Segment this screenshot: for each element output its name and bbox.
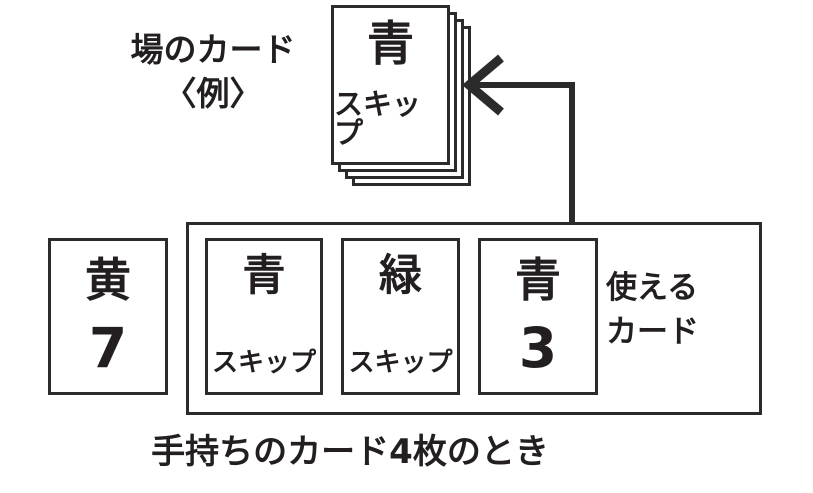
hand-card-4[interactable]: 青 3 bbox=[478, 238, 598, 395]
playable-cards-label-line2: カード bbox=[606, 314, 699, 351]
hand-card-4-color: 青 bbox=[515, 253, 561, 307]
hand-card-3[interactable]: 緑 スキップ bbox=[341, 238, 460, 395]
connector-arrow-icon bbox=[462, 54, 575, 222]
hand-card-3-color: 緑 bbox=[379, 251, 422, 301]
hand-card-2-face: スキップ bbox=[211, 348, 316, 378]
hand-card-2[interactable]: 青 スキップ bbox=[205, 238, 323, 395]
hand-card-2-color: 青 bbox=[242, 251, 286, 301]
hand-card-1-face: 7 bbox=[88, 316, 128, 380]
hand-card-1-color: 黄 bbox=[85, 253, 131, 307]
playable-cards-label: 使える カード bbox=[606, 266, 756, 354]
field-card-label: 場のカード 〈例〉 bbox=[104, 28, 322, 115]
diagram-caption: 手持ちのカード4枚のとき bbox=[151, 432, 549, 472]
field-top-card-face: スキップ bbox=[334, 87, 422, 150]
hand-card-1[interactable]: 黄 7 bbox=[48, 238, 168, 395]
field-card-label-line2: 〈例〉 bbox=[163, 73, 263, 113]
playable-cards-box bbox=[186, 222, 762, 415]
field-top-card[interactable]: 青 スキップ bbox=[331, 5, 450, 165]
field-top-card-color: 青 bbox=[367, 17, 414, 72]
hand-card-4-face: 3 bbox=[518, 316, 558, 380]
playable-cards-label-line1: 使える bbox=[606, 270, 699, 306]
field-card-label-line1: 場のカード bbox=[130, 30, 296, 69]
hand-card-3-face: スキップ bbox=[348, 348, 453, 378]
